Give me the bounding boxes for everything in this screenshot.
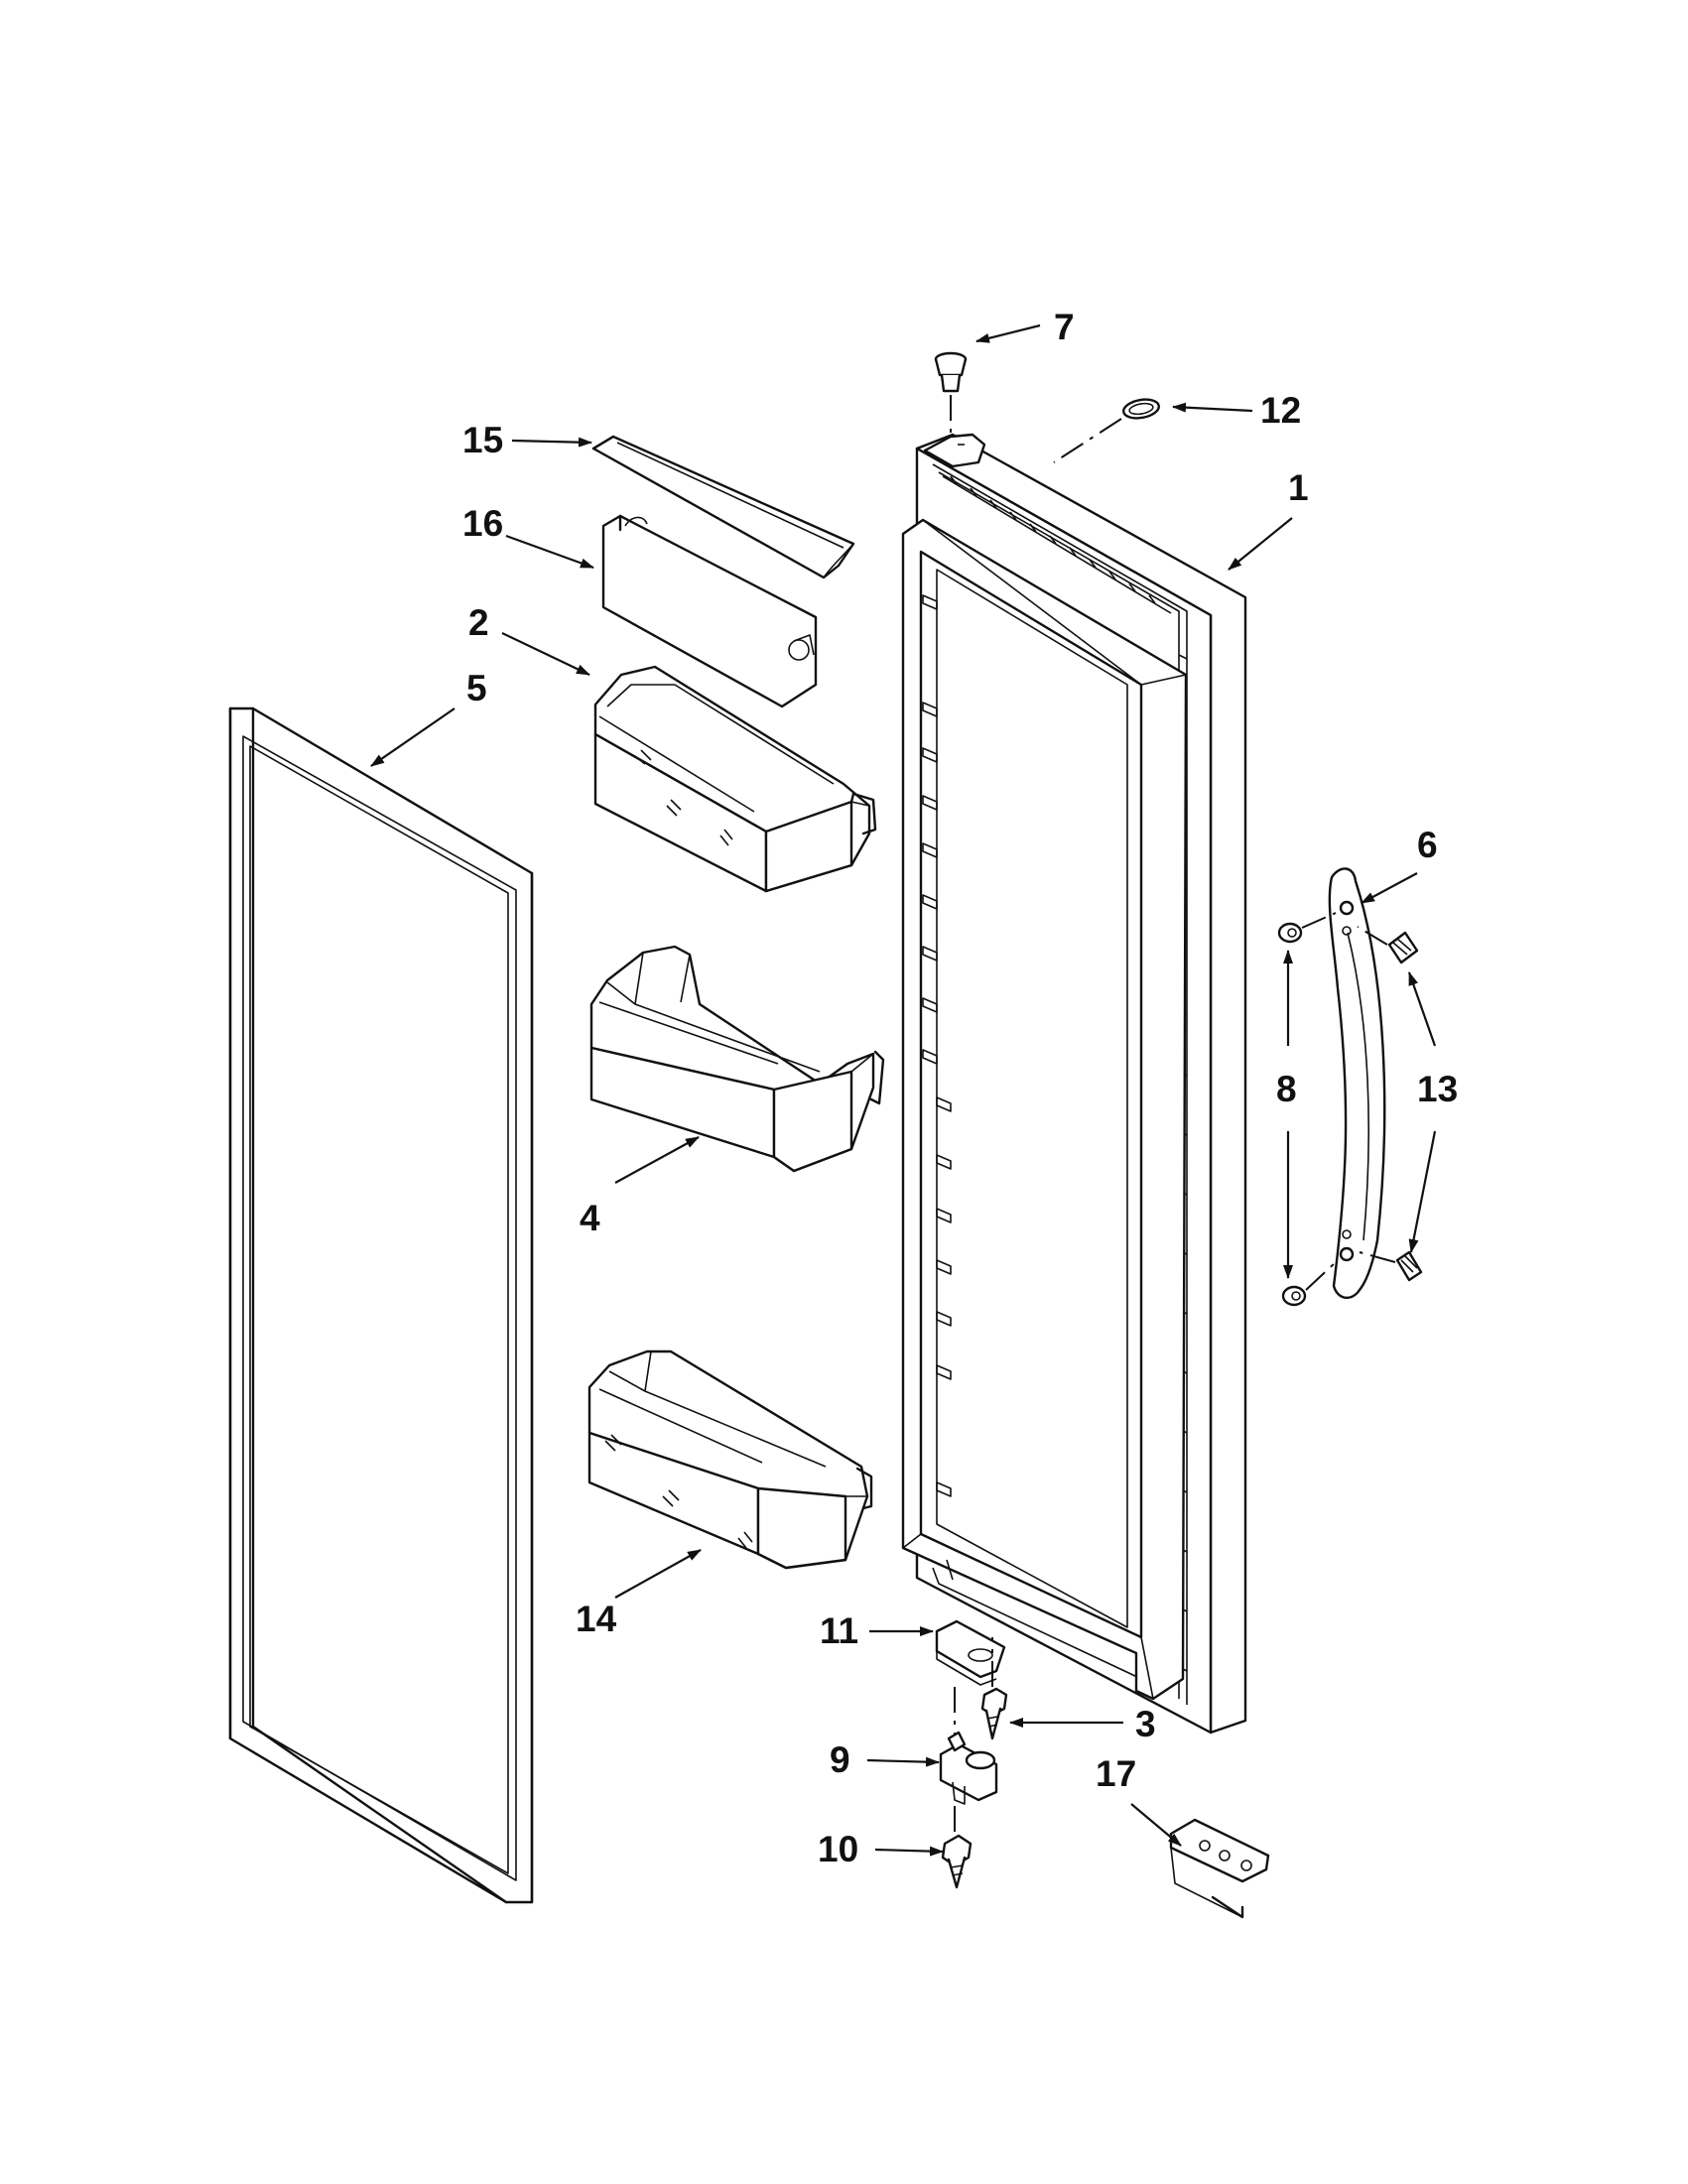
handle-screw-top	[1357, 926, 1419, 964]
leader-14	[614, 1549, 702, 1599]
leader-15	[511, 437, 592, 448]
top-hinge-bushing	[934, 351, 968, 433]
hinge-screw	[980, 1637, 1008, 1740]
leader-4	[614, 1136, 700, 1184]
callout-7: 7	[1054, 307, 1075, 347]
leader-1	[1228, 517, 1293, 571]
callout-8: 8	[1276, 1069, 1297, 1109]
leader-12	[1172, 402, 1253, 413]
callout-13: 13	[1417, 1069, 1458, 1109]
leader-5	[370, 707, 455, 767]
handle-screw-bottom	[1359, 1250, 1423, 1282]
bottom-hinge	[939, 1731, 998, 1832]
bin-cover	[591, 435, 855, 579]
callout-5: 5	[466, 668, 487, 708]
handle-spacer-bottom	[1281, 1261, 1337, 1307]
leader-2	[501, 632, 590, 676]
callout-14: 14	[576, 1599, 617, 1639]
bin-front	[601, 514, 818, 708]
callout-6: 6	[1417, 825, 1438, 865]
callout-arrows	[370, 323, 1437, 1857]
callout-labels: 7 12 1 15 16 2 5 6 8 13 4 14 11 3 9 17 1…	[462, 307, 1458, 1869]
hinge-mount-screw	[941, 1834, 973, 1889]
callout-3: 3	[1135, 1704, 1156, 1744]
callout-1: 1	[1288, 467, 1309, 508]
hinge-cover	[1169, 1818, 1270, 1919]
callout-17: 17	[1096, 1753, 1136, 1794]
callout-11: 11	[820, 1610, 858, 1651]
leader-13-up	[1407, 971, 1437, 1047]
leader-9	[866, 1756, 940, 1767]
callout-10: 10	[818, 1829, 858, 1869]
door-assembly	[901, 433, 1247, 1734]
handle-spacer-top	[1277, 912, 1337, 944]
leader-7	[975, 323, 1041, 343]
leader-17	[1130, 1803, 1182, 1847]
callout-4: 4	[580, 1198, 600, 1238]
hole-plug	[1053, 398, 1160, 463]
callout-9: 9	[830, 1739, 850, 1780]
callout-12: 12	[1260, 390, 1301, 431]
callout-15: 15	[462, 420, 503, 460]
leader-6	[1361, 872, 1418, 904]
door-handle	[1328, 867, 1386, 1299]
lower-door-bin	[587, 1349, 873, 1570]
upper-door-bin	[593, 665, 877, 893]
door-gasket	[228, 707, 534, 1904]
middle-door-bin	[589, 945, 885, 1173]
leader-16	[505, 534, 594, 570]
callout-2: 2	[468, 602, 489, 643]
leader-10	[874, 1846, 944, 1857]
callout-16: 16	[462, 503, 503, 544]
leader-13-down	[1408, 1130, 1437, 1253]
